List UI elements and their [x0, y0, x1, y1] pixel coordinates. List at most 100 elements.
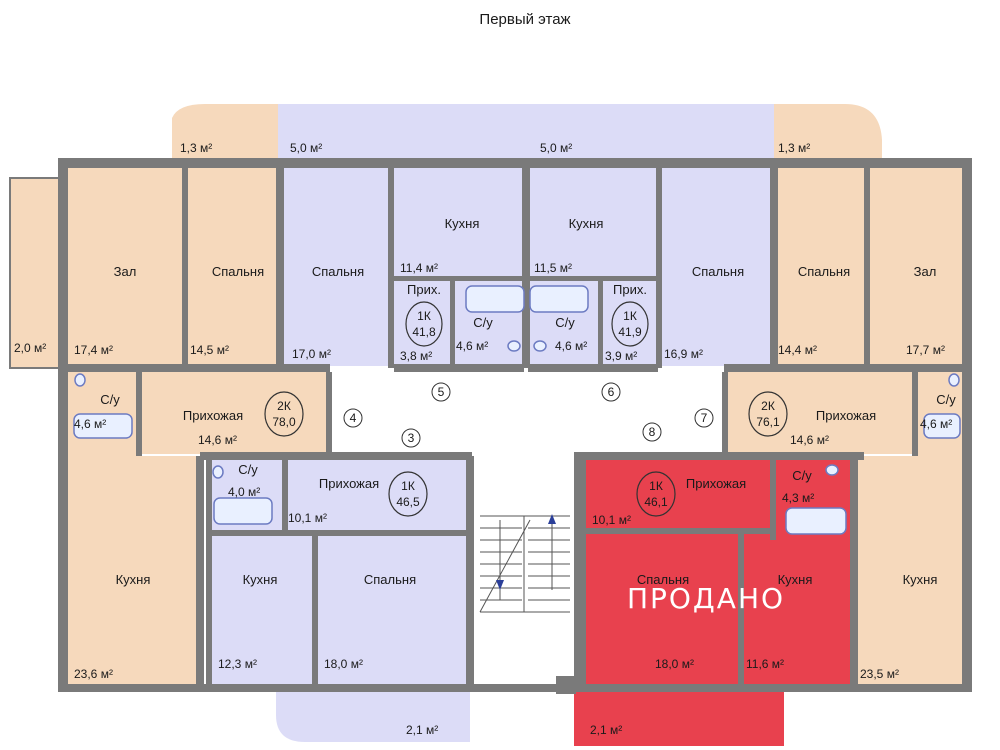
room-name: С/у	[936, 392, 956, 407]
room-areas: 1,3 м² 5,0 м² 5,0 м² 1,3 м² 17,4 м² 14,5…	[14, 141, 952, 737]
balcony-left	[10, 178, 65, 368]
room-area: 5,0 м²	[540, 141, 572, 155]
sold-apartment	[574, 456, 856, 690]
apartment-type: 1К	[623, 309, 637, 323]
room-area: 4,6 м²	[74, 417, 106, 431]
room-name: С/у	[473, 315, 493, 330]
stair-hall	[330, 372, 724, 452]
room-name: С/у	[555, 315, 575, 330]
room-area: 14,6 м²	[790, 433, 829, 447]
balcony-left-outline	[9, 177, 61, 369]
balcony-top-mid-right	[526, 104, 774, 160]
room-kitchen-1k-c	[210, 534, 314, 684]
room-area: 17,4 м²	[74, 343, 113, 357]
room-hallway-1k-c	[284, 458, 466, 532]
room-bedroom-1k-b	[660, 168, 772, 366]
room-area: 14,5 м²	[190, 343, 229, 357]
room-area: 17,7 м²	[906, 343, 945, 357]
entrance-number: 8	[649, 425, 656, 439]
bathroom-fixtures	[73, 285, 961, 535]
entrance-number: 3	[408, 431, 415, 445]
floor-title: Первый этаж	[479, 11, 570, 28]
room-area: 4,3 м²	[782, 491, 814, 505]
balcony-bottom-left	[276, 690, 470, 742]
room-name: Кухня	[569, 216, 604, 231]
stair-up-arrow	[548, 514, 556, 524]
room-hall-1k-a	[393, 280, 451, 366]
room-area: 5,0 м²	[290, 141, 322, 155]
room-name: Кухня	[243, 572, 278, 587]
room-area: 23,6 м²	[74, 667, 113, 681]
balcony-top-mid-left	[278, 104, 526, 160]
entrance-number: 6	[608, 385, 615, 399]
room-area: 11,6 м²	[746, 657, 784, 671]
apartment-badges: 1К 41,8 1К 41,9 2К 78,0 2К 76,1 1К 46,5 …	[264, 301, 788, 517]
room-hall-right	[868, 168, 962, 364]
room-kitchen-left	[68, 456, 200, 688]
apartment-type: 1К	[401, 479, 415, 493]
entrance-number: 7	[701, 411, 708, 425]
room-name: С/у	[238, 462, 258, 477]
entrance-number: 5	[438, 385, 445, 399]
room-bedroom-1k-c	[316, 534, 466, 684]
room-area: 10,1 м²	[592, 513, 631, 527]
room-name: Спальня	[212, 264, 264, 279]
room-name: Прихожая	[816, 408, 876, 423]
room-name: Прихожая	[319, 476, 379, 491]
room-area: 14,6 м²	[198, 433, 237, 447]
room-hall-left	[68, 168, 184, 364]
room-name: С/у	[100, 392, 120, 407]
room-bedroom-right	[774, 168, 868, 364]
room-name: Прих.	[613, 282, 647, 297]
room-name: Спальня	[692, 264, 744, 279]
room-area: 12,3 м²	[218, 657, 257, 671]
room-kitchen-1k-b	[528, 168, 658, 278]
room-hallway-left	[138, 366, 330, 454]
sold-balcony-curve	[700, 690, 784, 746]
staircase	[479, 515, 570, 613]
room-name: Спальня	[312, 264, 364, 279]
room-bedroom-left	[184, 168, 278, 364]
room-area: 3,9 м²	[605, 349, 637, 363]
room-name: Зал	[114, 264, 137, 279]
room-area: 4,6 м²	[920, 417, 952, 431]
apartment-type: 2К	[761, 399, 775, 413]
room-kitchen-1k-a	[393, 168, 523, 278]
room-area: 14,4 м²	[778, 343, 817, 357]
room-area: 3,8 м²	[400, 349, 432, 363]
stair-down-arrow	[496, 580, 504, 590]
room-area: 17,0 м²	[292, 347, 331, 361]
room-area: 4,6 м²	[555, 339, 587, 353]
apartment-area: 41,8	[412, 325, 436, 339]
room-name: Спальня	[798, 264, 850, 279]
walls	[58, 158, 972, 694]
room-area: 2,0 м²	[14, 341, 46, 355]
room-name: Кухня	[778, 572, 813, 587]
room-area: 4,0 м²	[228, 485, 260, 499]
apartment-type: 2К	[277, 399, 291, 413]
room-area: 11,5 м²	[534, 261, 572, 275]
apartment-area: 78,0	[272, 415, 296, 429]
room-name: Прихожая	[686, 476, 746, 491]
sold-label: ПРОДАНО	[627, 582, 785, 615]
room-bedroom-1k-a	[282, 168, 390, 366]
apartment-type: 1К	[417, 309, 431, 323]
room-kitchen-right	[855, 456, 962, 688]
room-area: 2,1 м²	[590, 723, 622, 737]
room-name: С/у	[792, 468, 812, 483]
balcony-top-left	[172, 104, 278, 160]
room-labels: Зал Спальня Спальня Кухня Кухня Спальня …	[100, 216, 956, 587]
room-name: Кухня	[445, 216, 480, 231]
room-area: 16,9 м²	[664, 347, 703, 361]
room-hallway-right	[726, 366, 916, 454]
room-name: Зал	[914, 264, 937, 279]
room-area: 11,4 м²	[400, 261, 438, 275]
room-area: 18,0 м²	[324, 657, 363, 671]
room-area: 1,3 м²	[180, 141, 212, 155]
apartment-area: 41,9	[618, 325, 642, 339]
apartment-area: 76,1	[756, 415, 780, 429]
room-area: 1,3 м²	[778, 141, 810, 155]
balcony-top-right	[774, 104, 882, 160]
apartment-area: 46,5	[396, 495, 420, 509]
